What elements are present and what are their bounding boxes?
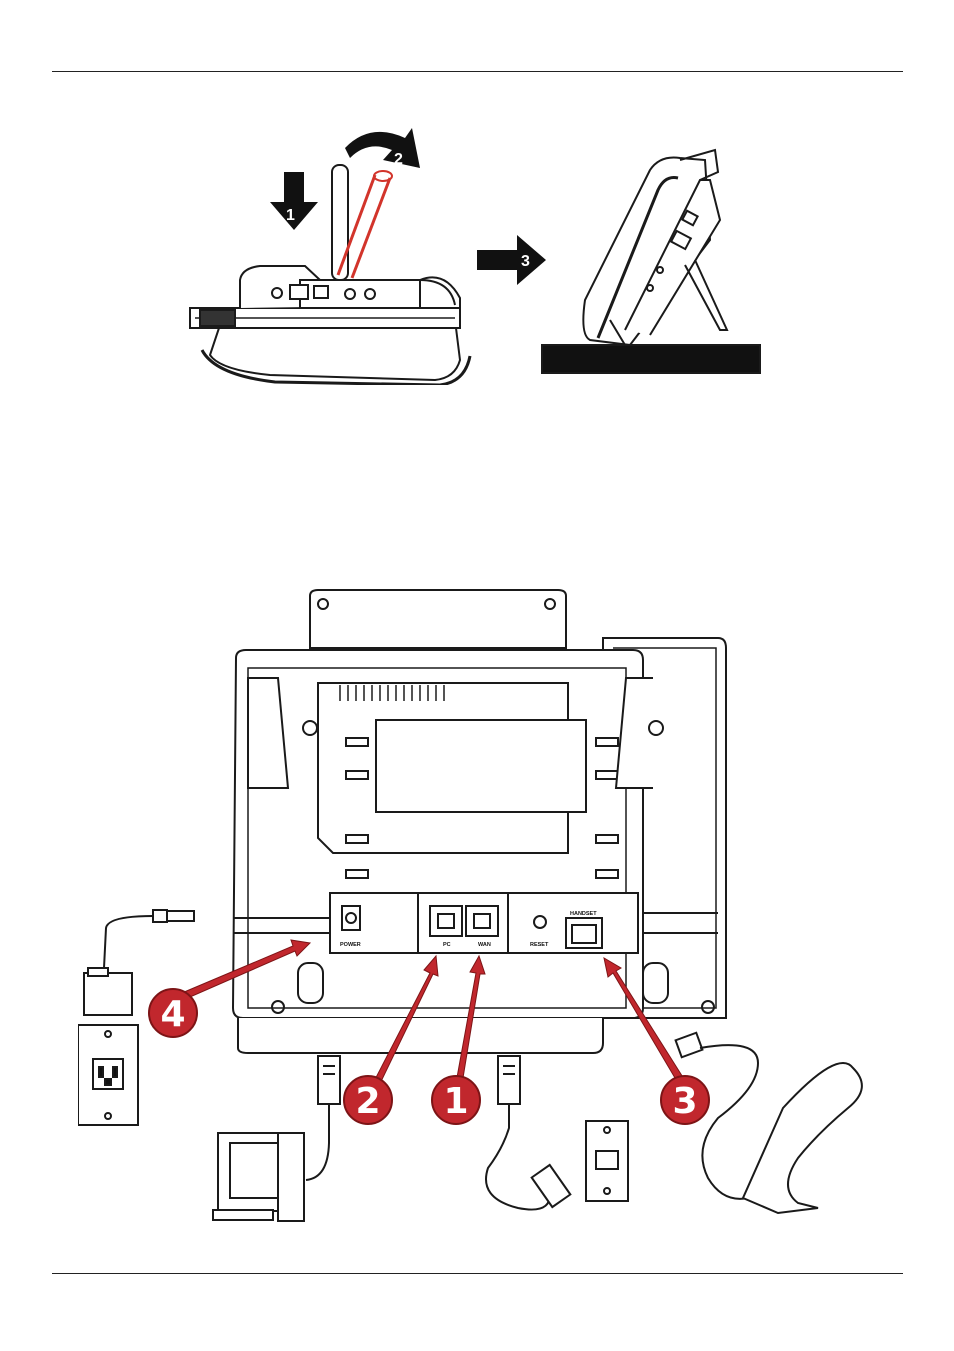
power-plug-tip	[166, 911, 194, 921]
stand-attachment-figure: 1 2 3	[180, 120, 780, 385]
connections-figure: POWER PC WAN RESET HANDSET 4 2 1 3	[78, 588, 873, 1228]
header-rule	[52, 71, 903, 72]
callout-2-label: 2	[355, 1081, 380, 1122]
footer-rule	[52, 1273, 903, 1274]
power-adapter	[84, 973, 132, 1015]
callout-4-label: 4	[160, 994, 185, 1035]
pc-port	[430, 906, 462, 936]
callout-4: 4	[149, 989, 197, 1037]
callout-3-label: 3	[672, 1081, 697, 1122]
step-3-right-arrow: 3	[477, 235, 546, 285]
wan-cable-plug-end	[532, 1165, 571, 1207]
pc-port-label: PC	[443, 942, 451, 948]
step-1-down-arrow: 1	[270, 172, 318, 230]
handset	[743, 1063, 862, 1213]
stand-legs	[332, 165, 392, 280]
callout-1: 1	[432, 1076, 480, 1124]
step-1-label: 1	[286, 207, 295, 224]
pc-cable-plug	[318, 1056, 340, 1104]
callout-3: 3	[661, 1076, 709, 1124]
desk-surface	[542, 345, 760, 373]
step-3-label: 3	[521, 253, 530, 270]
handset-port-label: HANDSET	[570, 911, 597, 917]
power-jack	[342, 906, 360, 930]
callout-2: 2	[344, 1076, 392, 1124]
callout-1-label: 1	[443, 1081, 468, 1122]
phone-side-view-standing	[542, 150, 760, 373]
phone-side-view-flat	[190, 266, 470, 385]
handset-cord-plug	[676, 1033, 703, 1057]
label-recess	[376, 720, 586, 812]
stand-plate	[310, 590, 566, 648]
wan-port	[466, 906, 498, 936]
step-2-curved-arrow: 2	[345, 128, 420, 168]
wan-cable-plug	[498, 1056, 520, 1104]
step-2-label: 2	[394, 151, 403, 168]
wan-port-label: WAN	[478, 942, 491, 948]
reset-label: RESET	[530, 942, 549, 948]
power-port-label: POWER	[340, 942, 361, 948]
